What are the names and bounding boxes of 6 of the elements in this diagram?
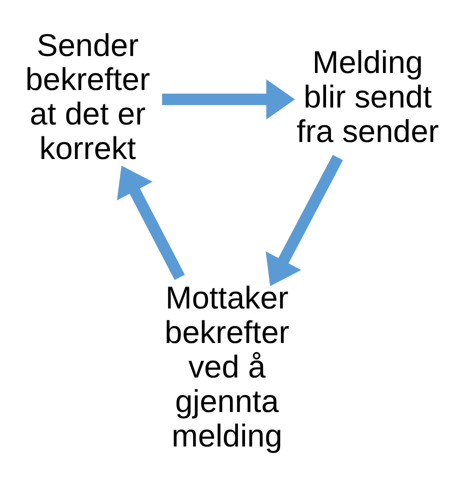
- arrow: [116, 165, 185, 280]
- arrow: [266, 154, 343, 286]
- arrow: [162, 78, 295, 119]
- node-text: Mottaker bekrefter ved å gjennta melding: [164, 278, 290, 453]
- node-text: Melding blir sendt fra sender: [296, 43, 439, 148]
- node-text: Sender bekrefter at det er korrekt: [25, 26, 150, 166]
